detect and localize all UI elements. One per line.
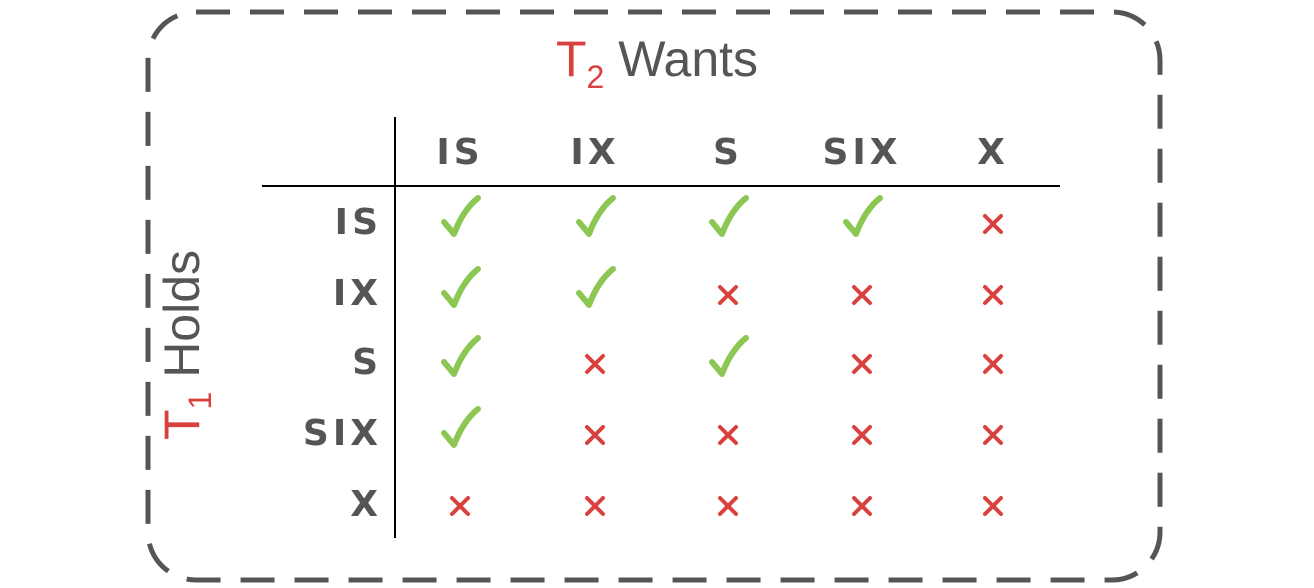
row-header-ix: IX <box>332 273 382 314</box>
check-icon-is-s <box>698 190 758 250</box>
cross-icon-six-ix <box>565 405 625 465</box>
row-header-x: X <box>350 484 382 525</box>
column-header-ix: IX <box>570 132 620 173</box>
cross-icon-x-is <box>430 476 490 536</box>
cross-icon-ix-x <box>963 265 1023 325</box>
cross-icon-x-six <box>832 476 892 536</box>
column-header-x: X <box>977 132 1009 173</box>
check-icon-is-ix <box>565 190 625 250</box>
cross-icon-is-x <box>963 194 1023 254</box>
cross-icon-six-six <box>832 405 892 465</box>
row-header-divider <box>394 117 396 538</box>
t2-wants-title: T2 Wants <box>555 31 759 95</box>
row-header-six: SIX <box>302 413 382 454</box>
cross-icon-six-x <box>963 405 1023 465</box>
row-header-is: IS <box>334 202 382 243</box>
check-icon-s-is <box>430 330 490 390</box>
check-icon-s-s <box>698 330 758 390</box>
cross-icon-ix-six <box>832 265 892 325</box>
cross-icon-s-x <box>963 334 1023 394</box>
cross-icon-s-six <box>832 334 892 394</box>
cross-icon-six-s <box>698 405 758 465</box>
cross-icon-ix-s <box>698 265 758 325</box>
t1-holds-label: T1 Holds <box>154 249 218 441</box>
cross-icon-x-s <box>698 476 758 536</box>
check-icon-is-is <box>430 190 490 250</box>
cross-icon-x-ix <box>565 476 625 536</box>
header-divider <box>262 185 1060 187</box>
check-icon-is-six <box>832 190 892 250</box>
check-icon-ix-ix <box>565 261 625 321</box>
column-header-s: S <box>713 132 743 173</box>
check-icon-six-is <box>430 401 490 461</box>
column-header-is: IS <box>436 132 484 173</box>
check-icon-ix-is <box>430 261 490 321</box>
cross-icon-s-ix <box>565 334 625 394</box>
cross-icon-x-x <box>963 476 1023 536</box>
row-header-s: S <box>352 342 382 383</box>
column-header-six: SIX <box>822 132 902 173</box>
